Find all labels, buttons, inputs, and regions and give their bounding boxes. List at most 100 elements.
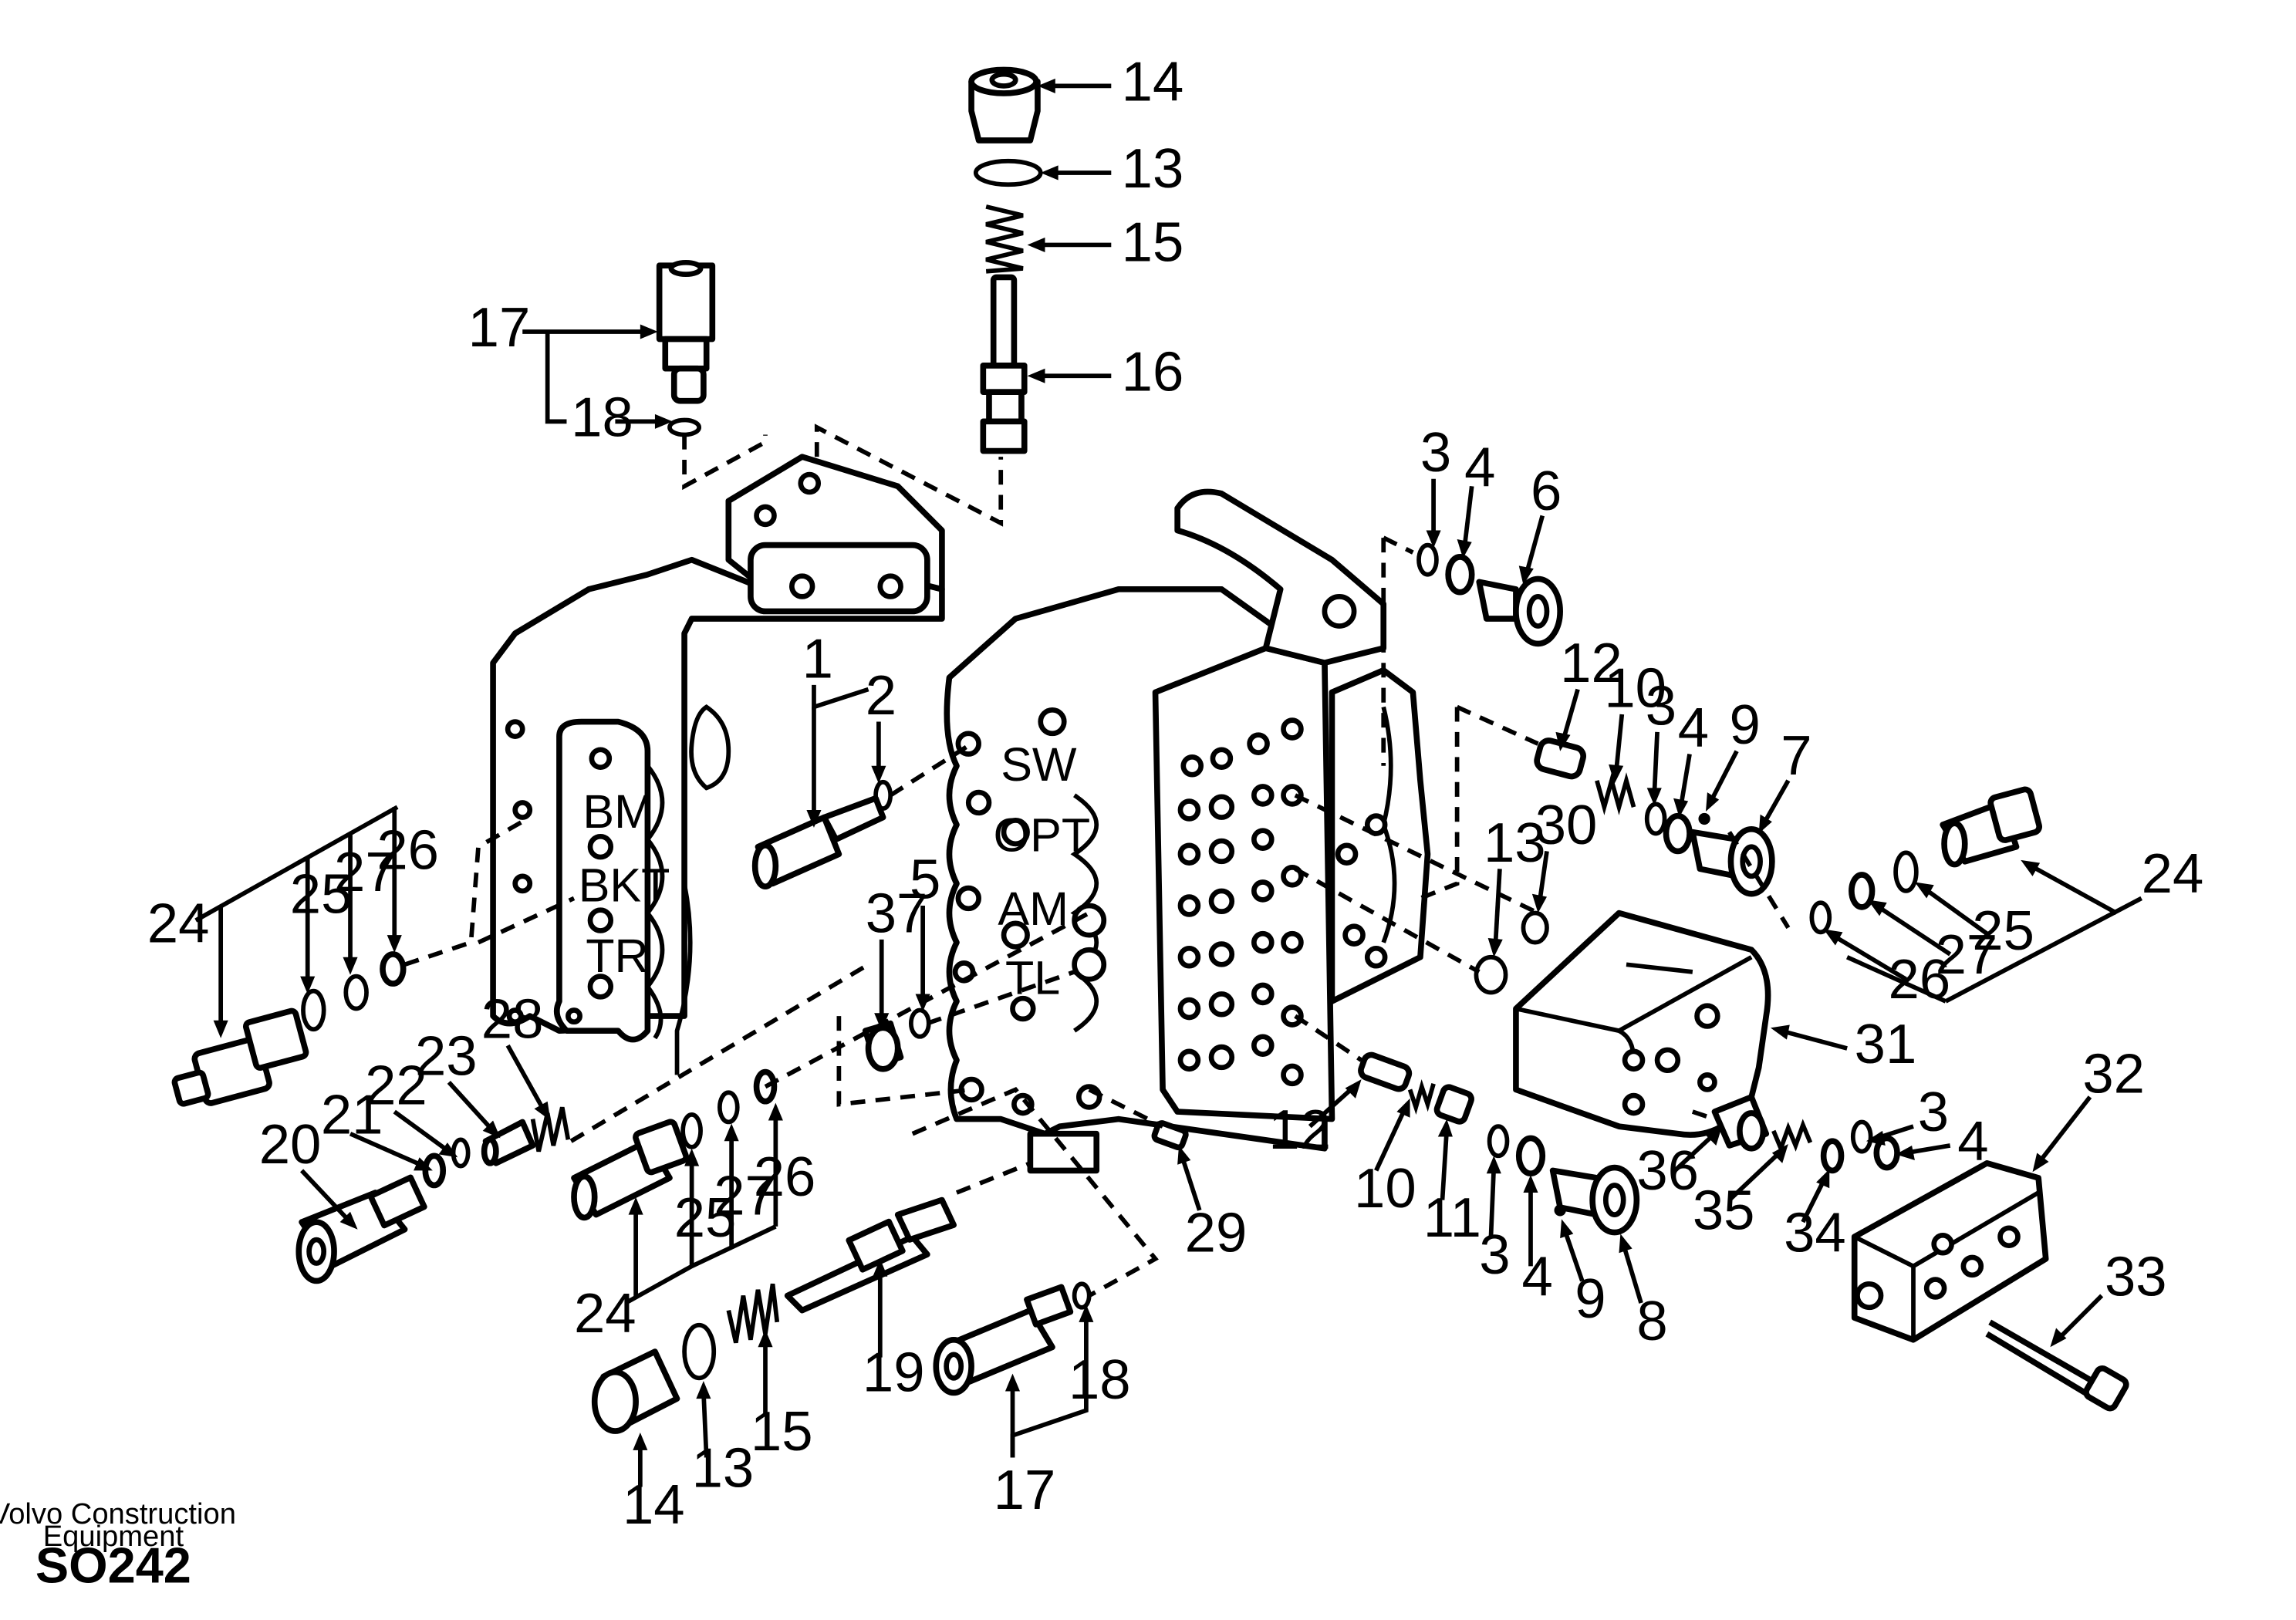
part-35-spring bbox=[1771, 1119, 1813, 1155]
callout-26-mid: 26 bbox=[754, 1146, 816, 1208]
port-label-bm: BM bbox=[582, 785, 653, 838]
part-26-oring-right bbox=[1809, 900, 1832, 935]
callout-9-b: 9 bbox=[1575, 1267, 1606, 1330]
callout-15-top: 15 bbox=[1122, 211, 1184, 273]
callout-25-left: 25 bbox=[290, 863, 353, 926]
callout-35: 35 bbox=[1693, 1180, 1755, 1242]
part-27-backup-right bbox=[1849, 872, 1876, 910]
part-24-relief-valve-mid bbox=[571, 1119, 689, 1221]
part-2-oring bbox=[873, 779, 893, 811]
part-3-oring-a bbox=[1416, 542, 1439, 577]
part-26-backup-left bbox=[380, 951, 407, 987]
port-labels: SW OPT AM TL BM BKT TR bbox=[579, 738, 1090, 1004]
valve-housing-right bbox=[1329, 667, 1431, 1004]
callout-3-c: 3 bbox=[1479, 1223, 1510, 1286]
callout-1: 1 bbox=[802, 627, 833, 690]
callout-4-c: 4 bbox=[1522, 1246, 1553, 1308]
part-13-oring-mid bbox=[1474, 954, 1508, 995]
part-12-poppet-b bbox=[1358, 1051, 1413, 1092]
part-18-oring-top bbox=[667, 417, 702, 437]
callout-10-a: 10 bbox=[1604, 656, 1666, 719]
port-label-sw: SW bbox=[1001, 738, 1077, 791]
callout-18-top: 18 bbox=[571, 386, 633, 448]
callout-23: 23 bbox=[415, 1024, 478, 1087]
part-13-oring-bottom bbox=[682, 1322, 717, 1381]
centre-face-holes bbox=[1177, 717, 1304, 1087]
callout-13-top: 13 bbox=[1122, 137, 1184, 200]
part-4-backup-a bbox=[1445, 554, 1475, 596]
part-18-oring-bottom bbox=[1072, 1281, 1092, 1310]
port-label-am: AM bbox=[998, 883, 1069, 935]
callout-14-bottom: 14 bbox=[623, 1473, 685, 1536]
part-30-oring bbox=[1521, 910, 1549, 945]
part-27-oring-mid bbox=[718, 1090, 740, 1125]
part-3-oring-c bbox=[1487, 1124, 1510, 1159]
part-27-oring-left bbox=[343, 974, 369, 1011]
callout-5: 5 bbox=[910, 848, 940, 910]
part-16-spool-top bbox=[980, 274, 1028, 454]
part-5-oring bbox=[909, 1007, 931, 1039]
brand-line-1: Volvo Construction bbox=[0, 1497, 236, 1531]
port-label-opt: OPT bbox=[994, 808, 1090, 861]
part-22-oring bbox=[451, 1137, 471, 1169]
part-4-backup-b bbox=[1663, 812, 1693, 855]
part-29-pin bbox=[1151, 1120, 1189, 1151]
callout-9-a: 9 bbox=[1730, 694, 1761, 756]
callout-6: 6 bbox=[1531, 460, 1562, 522]
callout-27-left: 27 bbox=[334, 841, 397, 903]
part-17-valve-bottom bbox=[933, 1284, 1074, 1396]
callout-13-mid: 13 bbox=[1484, 812, 1546, 874]
callout-24-mid: 24 bbox=[574, 1282, 636, 1345]
callout-21: 21 bbox=[321, 1084, 383, 1146]
part-9-ball-a bbox=[1698, 812, 1710, 825]
part-6-plug bbox=[1476, 575, 1563, 647]
callout-15-bottom: 15 bbox=[751, 1400, 813, 1463]
diagram-code: SO242 bbox=[35, 1537, 191, 1594]
callout-numbers: 14 13 15 16 17 18 3 4 6 12 10 3 4 9 7 1 … bbox=[147, 50, 2204, 1536]
part-14-plug-top bbox=[968, 66, 1041, 143]
callout-2: 2 bbox=[866, 664, 896, 727]
part-11-guide bbox=[1433, 1084, 1474, 1125]
callout-4-a: 4 bbox=[1464, 436, 1495, 498]
callout-34: 34 bbox=[1784, 1201, 1846, 1264]
part-3-oring-d bbox=[1850, 1119, 1873, 1154]
callout-18-bottom: 18 bbox=[1069, 1348, 1131, 1411]
valve-housing-center bbox=[944, 488, 1387, 1174]
part-19-spool bbox=[784, 1196, 957, 1314]
part-28-spring bbox=[530, 1106, 571, 1153]
part-3-oring-b bbox=[1644, 802, 1667, 836]
callout-25-right: 25 bbox=[1972, 899, 2034, 962]
part-7-plug bbox=[1690, 825, 1775, 897]
part-10-spring-a bbox=[1595, 772, 1636, 815]
part-15-spring-bottom bbox=[726, 1283, 780, 1344]
callout-28: 28 bbox=[481, 988, 544, 1051]
part-24-relief-valve-left bbox=[171, 1007, 309, 1107]
callout-37: 37 bbox=[866, 882, 928, 944]
part-31-cover-block bbox=[1513, 910, 1771, 1138]
callout-14-top: 14 bbox=[1122, 50, 1184, 113]
port-label-tl: TL bbox=[1005, 951, 1060, 1004]
part-8-plug bbox=[1549, 1164, 1640, 1236]
callout-4-b: 4 bbox=[1678, 697, 1709, 759]
callout-32: 32 bbox=[2082, 1042, 2145, 1105]
part-13-oring-top bbox=[973, 158, 1043, 187]
part-33-bolt bbox=[1985, 1319, 2129, 1412]
part-15-spring-top bbox=[985, 204, 1024, 274]
callout-26-right: 26 bbox=[1889, 948, 1951, 1011]
callout-10-b: 10 bbox=[1354, 1157, 1416, 1220]
callout-26-left: 26 bbox=[376, 818, 439, 881]
brand-block: Volvo Construction Equipment SO242 bbox=[0, 1497, 236, 1593]
part-37-plug bbox=[862, 1020, 904, 1072]
callout-20: 20 bbox=[259, 1113, 322, 1176]
part-32-end-block bbox=[1851, 1160, 2049, 1343]
part-23-poppet bbox=[481, 1119, 536, 1166]
callout-7: 7 bbox=[1781, 724, 1811, 787]
part-36-cap bbox=[1711, 1094, 1770, 1152]
part-1-valve-insert bbox=[751, 795, 886, 890]
callout-19: 19 bbox=[863, 1342, 925, 1404]
port-label-tr: TR bbox=[586, 930, 648, 982]
callout-29: 29 bbox=[1185, 1201, 1248, 1264]
part-25-oring-right bbox=[1893, 850, 1919, 893]
callout-31: 31 bbox=[1855, 1013, 1917, 1075]
callout-27-mid: 27 bbox=[714, 1165, 776, 1227]
